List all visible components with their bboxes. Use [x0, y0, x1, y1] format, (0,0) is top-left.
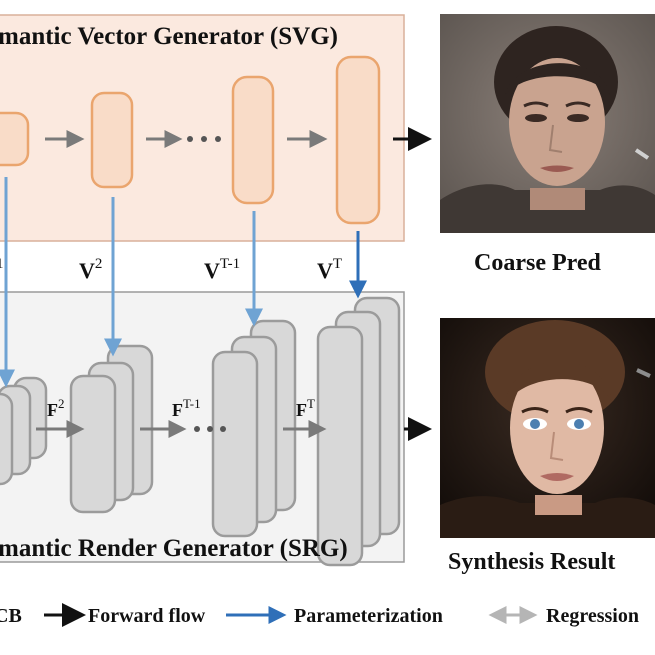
feature-label-2: F2	[47, 396, 65, 420]
feature-stack-4	[316, 296, 401, 567]
svg-module-title: mantic Vector Generator (SVG)	[0, 23, 338, 50]
legend-param-label: Parameterization	[294, 605, 443, 627]
vector-label-3: VT-1	[204, 256, 240, 283]
vector-label-1-fragment: 1	[0, 256, 4, 272]
svg-module: mantic Vector Generator (SVG)	[0, 14, 405, 242]
vector-block-3	[231, 75, 275, 205]
legend-forward-label: Forward flow	[88, 605, 206, 627]
feature-label-4: FT	[296, 396, 315, 420]
vector-block-2	[90, 91, 134, 189]
srg-module: mantic Render Generator (SRG)	[0, 291, 405, 567]
coarse-pred-caption: Coarse Pred	[474, 250, 602, 276]
svg-ellipsis	[187, 136, 221, 142]
feature-stack-1	[0, 376, 48, 486]
feature-label-3: FT-1	[172, 396, 201, 420]
synthesis-result-image	[440, 318, 655, 538]
feature-stack-3	[211, 319, 297, 538]
vector-block-1	[0, 111, 30, 167]
vector-label-4: VT	[317, 256, 342, 283]
legend: CB Forward flow Parameterization Regress…	[0, 603, 639, 627]
legend-cb-label: CB	[0, 605, 22, 627]
vector-label-2: V2	[79, 256, 102, 283]
srg-ellipsis	[194, 426, 226, 432]
feature-stack-2	[69, 344, 154, 514]
vector-block-4	[335, 55, 381, 225]
synthesis-result-caption: Synthesis Result	[448, 549, 615, 575]
srg-module-title: mantic Render Generator (SRG)	[0, 535, 348, 562]
coarse-pred-image	[440, 14, 655, 233]
legend-regression-label: Regression	[546, 605, 639, 627]
